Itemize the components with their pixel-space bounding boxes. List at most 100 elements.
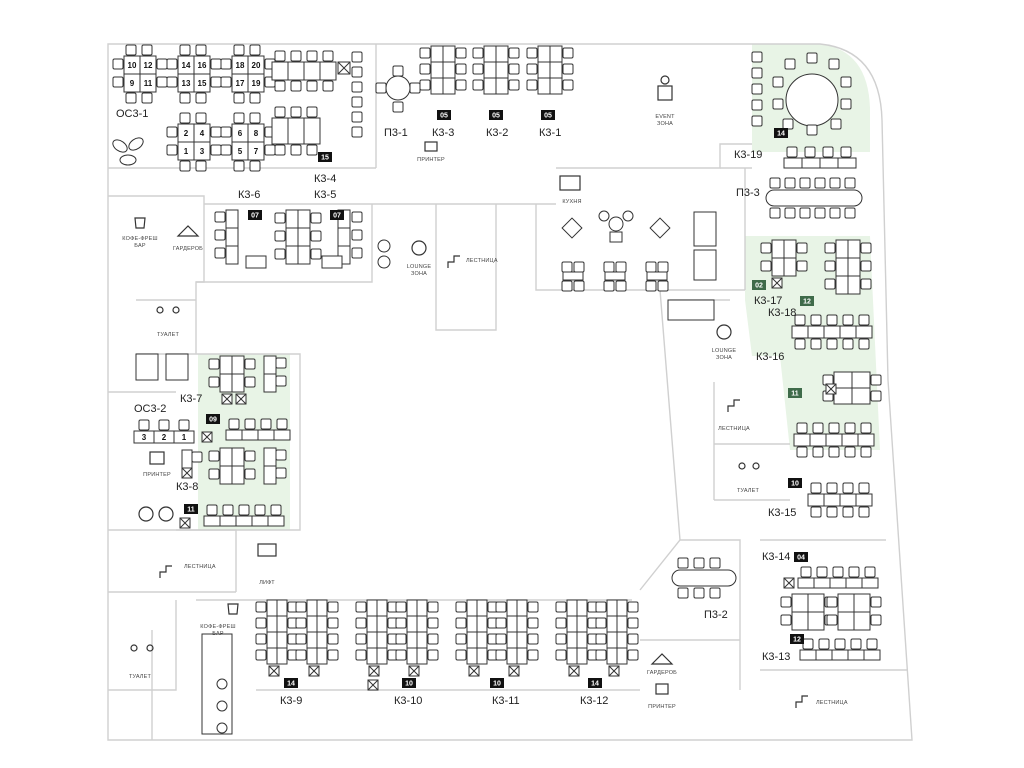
desk <box>173 430 195 444</box>
chair <box>627 617 639 629</box>
desk-count-badge <box>437 110 451 120</box>
desk <box>231 447 245 467</box>
chair <box>814 177 826 189</box>
desk <box>316 631 328 649</box>
zone-label-stairs: ЛЕСТНИЦА <box>718 426 750 432</box>
desk <box>406 615 418 633</box>
desk <box>231 373 245 393</box>
chair <box>760 242 772 254</box>
zone-label-coffee: БАР <box>134 243 146 249</box>
desk <box>606 631 618 649</box>
desk <box>366 631 378 649</box>
chair <box>351 111 363 123</box>
chair <box>657 280 669 292</box>
desk-count-text: 07 <box>251 213 259 220</box>
storage-cross <box>179 517 191 529</box>
room-label-p3-1: П3-1 <box>384 127 408 139</box>
zone-label-lift: ЛИФТ <box>259 580 275 586</box>
chair <box>812 422 824 434</box>
chair <box>156 58 168 70</box>
chair <box>141 44 153 56</box>
lounge-chair <box>377 255 391 269</box>
desk-count-text: 04 <box>797 555 805 562</box>
desk <box>266 631 278 649</box>
chair <box>220 58 232 70</box>
room-label-k3-15: К3-15 <box>768 507 796 519</box>
desk-number: 5 <box>238 147 243 156</box>
room-label-k3-5: К3-5 <box>314 189 336 201</box>
room-label-k3-2: К3-2 <box>486 127 508 139</box>
desk <box>442 61 456 79</box>
desk <box>263 355 277 375</box>
zone-label-coffee: БАР <box>212 631 224 637</box>
desk <box>783 257 797 277</box>
desk <box>793 433 811 447</box>
desk <box>483 77 497 95</box>
chair <box>645 261 657 273</box>
round-table <box>385 75 411 101</box>
zone-label-toilet: ТУАЛЕТ <box>129 674 152 680</box>
desk <box>241 429 259 441</box>
chair <box>816 566 828 578</box>
chair <box>794 338 806 350</box>
desk <box>483 45 497 63</box>
chair <box>864 566 876 578</box>
room-label-k3-1: К3-1 <box>539 127 561 139</box>
desk-number: 12 <box>144 61 153 70</box>
desk <box>807 493 825 507</box>
chair <box>828 58 840 70</box>
chair <box>508 47 520 59</box>
desk <box>616 599 628 617</box>
stairs-icon <box>159 565 172 578</box>
desk-number: 6 <box>238 129 243 138</box>
chair <box>527 601 539 613</box>
chair <box>249 92 261 104</box>
desk <box>285 209 299 229</box>
desk <box>566 631 578 649</box>
bar-stool <box>216 700 228 712</box>
desk <box>549 77 563 95</box>
chair <box>208 358 220 370</box>
desk <box>263 465 277 485</box>
chair <box>274 248 286 260</box>
chair <box>751 115 763 127</box>
desk <box>271 61 289 81</box>
chair <box>573 261 585 273</box>
desk-number: 2 <box>184 129 189 138</box>
walls <box>107 43 913 741</box>
desk-count-badge <box>248 210 262 220</box>
chair <box>818 638 830 650</box>
chair <box>249 112 261 124</box>
desk-count-badge <box>774 128 788 138</box>
chair <box>526 63 538 75</box>
desk <box>833 387 853 405</box>
desk-count-badge <box>788 388 802 398</box>
toilet-icon <box>738 462 746 470</box>
chair <box>419 63 431 75</box>
desk <box>476 631 488 649</box>
storage-cross <box>201 431 213 443</box>
chair <box>166 144 178 156</box>
long-table <box>765 189 863 207</box>
room-label-k3-8: К3-8 <box>176 481 198 493</box>
chair <box>810 482 822 494</box>
chair <box>351 51 363 63</box>
chair <box>832 566 844 578</box>
bar-stool <box>216 722 228 734</box>
desk <box>466 647 478 665</box>
desk <box>791 325 809 339</box>
chair <box>784 207 796 219</box>
room-label-k3-19: К3-19 <box>734 149 762 161</box>
desk <box>516 615 528 633</box>
desk <box>857 433 875 447</box>
chair <box>573 280 585 292</box>
chair <box>495 649 507 661</box>
desk <box>837 611 855 631</box>
chair <box>166 126 178 138</box>
chair <box>860 260 872 272</box>
chair <box>860 242 872 254</box>
desk <box>466 599 478 617</box>
chair <box>178 419 190 431</box>
chair <box>125 92 137 104</box>
